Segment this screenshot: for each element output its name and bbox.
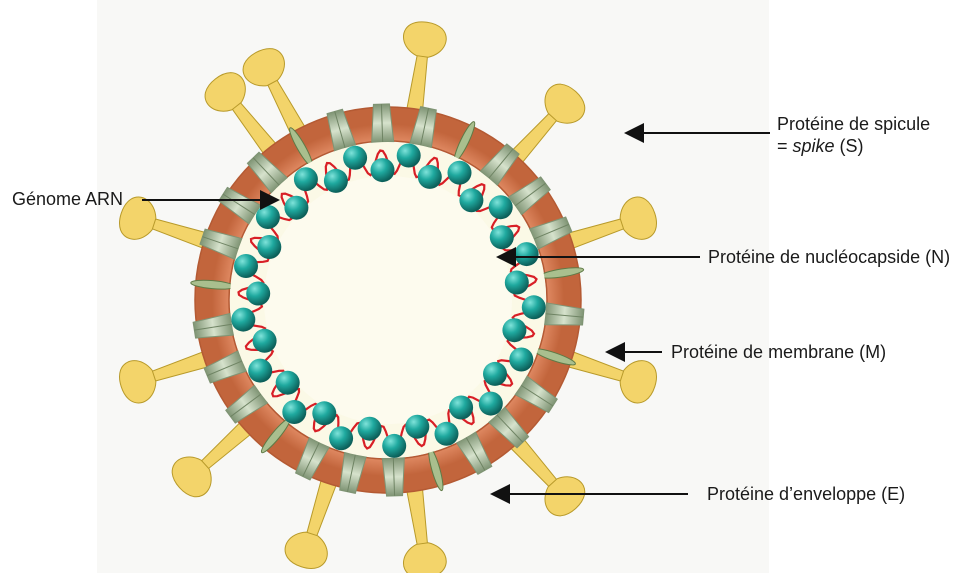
nucleocapsid-bead-icon bbox=[459, 188, 483, 212]
nucleocapsid-bead-icon bbox=[515, 242, 539, 266]
nucleocapsid-bead-icon bbox=[405, 415, 429, 439]
nucleocapsid-bead-icon bbox=[397, 144, 421, 168]
nucleocapsid-bead-icon bbox=[448, 161, 472, 185]
nucleocapsid-bead-icon bbox=[257, 235, 281, 259]
membrane-protein-icon bbox=[382, 458, 405, 497]
nucleocapsid-bead-icon bbox=[256, 205, 280, 229]
nucleocapsid-bead-icon bbox=[246, 282, 270, 306]
nucleocapsid-bead-icon bbox=[282, 400, 306, 424]
nucleocapsid-bead-icon bbox=[284, 196, 308, 220]
nucleocapsid-bead-icon bbox=[248, 359, 272, 383]
nucleocapsid-bead-icon bbox=[294, 167, 318, 191]
spike-label-suffix: (S) bbox=[835, 136, 864, 156]
spike-label-line1: Protéine de spicule bbox=[777, 113, 930, 135]
nucleocapsid-bead-icon bbox=[505, 271, 529, 295]
nucleocapsid-bead-icon bbox=[253, 329, 277, 353]
nucleocapsid-bead-icon bbox=[371, 158, 395, 182]
nucleocapsid-bead-icon bbox=[435, 422, 459, 446]
nucleocapsid-bead-icon bbox=[276, 371, 300, 395]
nucleocapsid-bead-icon bbox=[312, 401, 336, 425]
nucleocapsid-bead-icon bbox=[502, 318, 526, 342]
nucleocapsid-bead-icon bbox=[324, 169, 348, 193]
nucleocapsid-bead-icon bbox=[343, 146, 367, 170]
spike-label-line2: = spike (S) bbox=[777, 135, 930, 157]
membrane-protein-icon bbox=[370, 104, 393, 143]
envelope-label: Protéine d’enveloppe (E) bbox=[707, 483, 905, 505]
membrane-label: Protéine de membrane (M) bbox=[671, 341, 886, 363]
nucleocapsid-bead-icon bbox=[329, 426, 353, 450]
spike-label-italic: spike bbox=[793, 136, 835, 156]
nucleocapsid-bead-icon bbox=[483, 362, 507, 386]
nucleocapsid-bead-icon bbox=[490, 225, 514, 249]
nucleocapsid-bead-icon bbox=[418, 165, 442, 189]
nucleocapsid-bead-icon bbox=[509, 348, 533, 372]
genome-label: Génome ARN bbox=[12, 188, 123, 210]
nucleocapsid-bead-icon bbox=[231, 308, 255, 332]
spike-protein-label: Protéine de spicule = spike (S) bbox=[777, 113, 930, 157]
nucleocapsid-bead-icon bbox=[382, 434, 406, 458]
nucleocapsid-bead-icon bbox=[489, 195, 513, 219]
nucleocapsid-bead-icon bbox=[234, 254, 258, 278]
spike-label-prefix: = bbox=[777, 136, 793, 156]
nucleocapsid-bead-icon bbox=[522, 295, 546, 319]
nucleocapsid-label: Protéine de nucléocapside (N) bbox=[708, 246, 950, 268]
nucleocapsid-bead-icon bbox=[479, 392, 503, 416]
nucleocapsid-bead-icon bbox=[449, 396, 473, 420]
nucleocapsid-bead-icon bbox=[358, 417, 382, 441]
